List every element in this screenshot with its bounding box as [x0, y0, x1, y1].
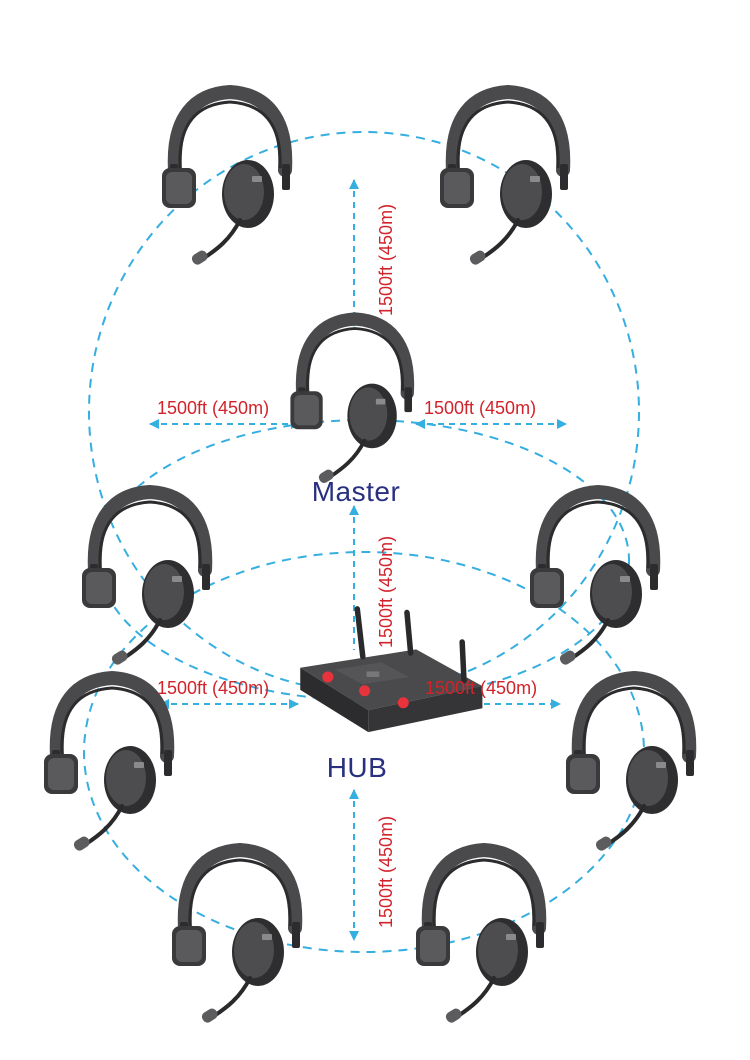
headset-icon [162, 92, 290, 266]
distance-label-master-left: 1500ft (450m) [157, 398, 269, 418]
headset-icon [440, 92, 568, 266]
headsets [44, 92, 694, 1024]
range-rings [83, 131, 645, 953]
master-label: Master [312, 476, 401, 507]
headset-icon [530, 492, 658, 666]
headset-icon [566, 678, 694, 852]
distance-arrows [149, 179, 567, 941]
distance-label-bottom: 1500ft (450m) [376, 816, 396, 928]
headset-icon [82, 492, 210, 666]
headset-icon [44, 678, 172, 852]
distance-label-hub-right: 1500ft (450m) [425, 678, 537, 698]
headset-icon [290, 319, 412, 485]
distance-label-master-right: 1500ft (450m) [424, 398, 536, 418]
hub-label: HUB [327, 752, 388, 783]
headset-icon [172, 850, 300, 1024]
distance-labels: 1500ft (450m) 1500ft (450m) 1500ft (450m… [157, 204, 537, 928]
headset-icon [416, 850, 544, 1024]
distance-label-top: 1500ft (450m) [376, 204, 396, 316]
distance-label-hub-left: 1500ft (450m) [157, 678, 269, 698]
distance-label-master-hub: 1500ft (450m) [376, 536, 396, 648]
